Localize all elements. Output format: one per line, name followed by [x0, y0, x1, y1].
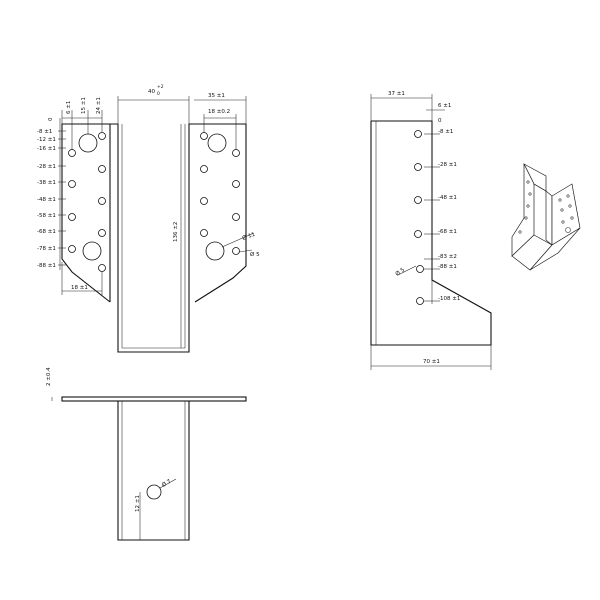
hole-spacing-dim-label: 18 ±0.2 — [208, 109, 230, 115]
row-dim-label: -58 ±1 — [37, 213, 56, 219]
hole — [414, 230, 422, 238]
hole — [68, 245, 76, 253]
side-row-label: -8 ±1 — [438, 129, 453, 135]
side-hole-dim-label: Ø 5 — [394, 266, 406, 278]
height-dim-label: 136 ±2 — [173, 222, 179, 242]
row-dim-label: -16 ±1 — [37, 146, 56, 152]
column-dimension-lines — [61, 110, 103, 150]
hole — [200, 197, 208, 205]
side-holes — [414, 130, 424, 305]
side-top-dim-label: 6 ±1 — [438, 103, 451, 109]
col-dim-label: 15 ±1 — [81, 97, 87, 114]
row-dim-label: -78 ±1 — [37, 246, 56, 252]
row-dim-label: -68 ±1 — [37, 229, 56, 235]
channel-outline — [110, 123, 194, 353]
row-dim-label: -48 ±1 — [37, 197, 56, 203]
bottom-offset-dim-label: 12 ±1 — [135, 495, 141, 512]
hole — [98, 132, 106, 140]
thickness-dim-label: 2 ±0.4 — [46, 367, 52, 386]
side-row-label: -88 ±1 — [438, 264, 457, 270]
hole — [98, 264, 106, 272]
side-row-label: -83 ±2 — [438, 254, 457, 260]
hole — [232, 180, 240, 188]
hole — [98, 197, 106, 205]
row-dim-label: -38 ±1 — [37, 180, 56, 186]
left-flange-holes — [68, 132, 106, 272]
hole — [68, 149, 76, 157]
side-row-label: -108 ±1 — [438, 296, 460, 302]
col-dim-label: 6 ±1 — [66, 101, 72, 114]
column-dimension-labels: 0 6 ±1 15 ±1 24 ±1 — [48, 97, 102, 121]
side-row-label: -68 ±1 — [438, 229, 457, 235]
hole — [200, 165, 208, 173]
row-dim-label: -28 ±1 — [37, 164, 56, 170]
row-dim-label: -12 ±1 — [37, 137, 56, 143]
bottom-hole — [146, 484, 162, 500]
hole — [414, 130, 422, 138]
side-plate-outline — [370, 120, 492, 346]
hole — [200, 229, 208, 237]
col-dim-label: 24 ±1 — [96, 97, 102, 114]
hole — [98, 229, 106, 237]
front-view: -8 ±1 -12 ±1 -16 ±1 -28 ±1 -38 ±1 -48 ±1… — [37, 84, 260, 353]
bottom-hole-dim-label: Ø 7 — [161, 478, 173, 489]
hole — [98, 165, 106, 173]
hole — [416, 297, 424, 305]
col-dim-label: 0 — [48, 117, 54, 121]
hole — [414, 163, 422, 171]
channel-inner-line — [121, 124, 186, 349]
hole — [232, 247, 240, 255]
hole — [68, 180, 76, 188]
large-hole-dim-label: Ø 11 — [241, 231, 256, 242]
bottom-view: 2 ±0.4 Ø 7 12 ±1 — [46, 367, 247, 541]
large-hole — [82, 241, 102, 261]
left-flange-outline — [61, 123, 111, 303]
width-tol-lower: 0 — [157, 91, 160, 97]
bottom-flange — [61, 396, 247, 402]
hole — [232, 149, 240, 157]
row-dimension-lines — [58, 118, 66, 270]
right-flange-outline — [194, 123, 247, 303]
side-row-label: -28 ±1 — [438, 162, 457, 168]
row-dim-label: -88 ±1 — [37, 263, 56, 269]
small-hole-dim-label: Ø 5 — [250, 251, 260, 258]
bottom-dim-label: 18 ±1 — [71, 285, 88, 291]
hole — [416, 265, 424, 273]
hole — [68, 213, 76, 221]
hole — [414, 196, 422, 204]
side-width-dim-label: 37 ±1 — [388, 91, 405, 97]
width-tol-upper: +2 — [157, 84, 164, 90]
hole — [200, 132, 208, 140]
row-dimension-labels: -8 ±1 -12 ±1 -16 ±1 -28 ±1 -38 ±1 -48 ±1… — [37, 129, 56, 269]
side-row-label: -48 ±1 — [438, 195, 457, 201]
joist-hanger-isometric-icon — [511, 163, 581, 271]
large-hole — [78, 133, 98, 153]
side-base-dim-label: 70 ±1 — [423, 359, 440, 365]
right-flange-holes — [200, 132, 240, 261]
width-dim-label: 40 — [148, 89, 155, 95]
bottom-channel — [117, 401, 190, 541]
large-hole — [205, 241, 225, 261]
large-hole — [207, 133, 227, 153]
row-dim-label: -8 ±1 — [37, 129, 52, 135]
side-view: 0 -8 ±1 -28 ±1 -48 ±1 -68 ±1 -83 ±2 -88 … — [370, 91, 492, 370]
hole — [232, 213, 240, 221]
side-zero-label: 0 — [438, 118, 442, 124]
right-flange-dim-label: 35 ±1 — [208, 93, 225, 99]
